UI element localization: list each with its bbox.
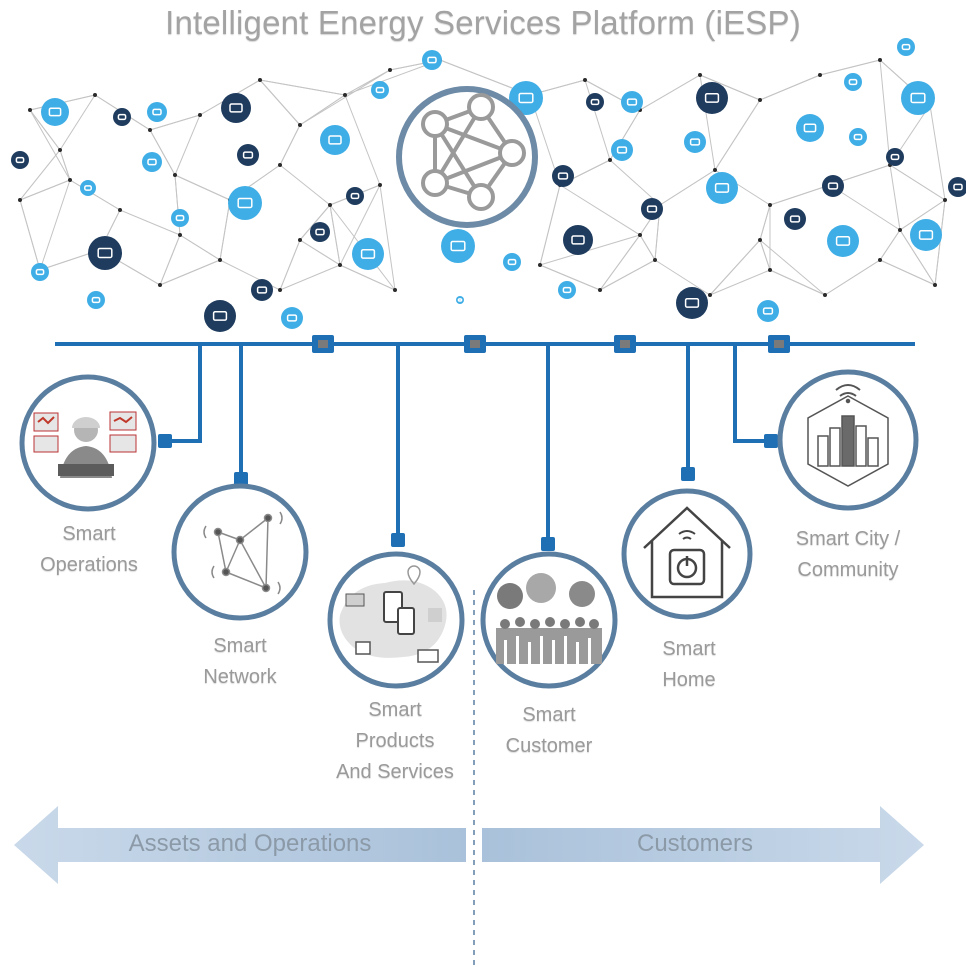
mesh-node-icon xyxy=(456,296,464,304)
mesh-node-icon xyxy=(509,81,543,115)
mesh-node-icon xyxy=(586,93,604,111)
mesh-node-icon xyxy=(757,300,779,322)
mesh-node-icon xyxy=(11,151,29,169)
products-node xyxy=(327,551,465,689)
mesh-node-icon xyxy=(706,172,738,204)
mesh-node-icon xyxy=(621,91,643,113)
customer-node xyxy=(480,551,618,689)
mesh-node-icon xyxy=(611,139,633,161)
mesh-node-icon xyxy=(503,253,521,271)
mesh-node-icon xyxy=(87,291,105,309)
mesh-node-icon xyxy=(142,152,162,172)
mesh-node-icon xyxy=(310,222,330,242)
mesh-node-icon xyxy=(558,281,576,299)
mesh-node-icon xyxy=(684,131,706,153)
mesh-node-icon xyxy=(228,186,262,220)
smart-city-icon xyxy=(807,384,889,487)
mesh-node-icon xyxy=(784,208,806,230)
city-node xyxy=(777,369,919,511)
mesh-node-icon xyxy=(281,307,303,329)
customers-arrow xyxy=(482,806,924,884)
mesh-node-icon xyxy=(320,125,350,155)
mesh-node-icon xyxy=(352,238,384,270)
mesh-node-icon xyxy=(897,38,915,56)
mesh-node-icon xyxy=(171,209,189,227)
network-graph-icon xyxy=(203,511,283,595)
mesh-node-icon xyxy=(901,81,935,115)
mesh-node-icon xyxy=(371,81,389,99)
mesh-node-icon xyxy=(113,108,131,126)
mesh-node-icon xyxy=(844,73,862,91)
diagram-title: Intelligent Energy Services Platform (iE… xyxy=(165,4,801,41)
mesh-node-icon xyxy=(886,148,904,166)
assets-arrow xyxy=(14,806,466,884)
platform-hub-icon xyxy=(396,86,538,228)
operations-node xyxy=(19,374,157,512)
home-node xyxy=(621,488,753,620)
mesh-node-icon xyxy=(822,175,844,197)
mesh-node-icon xyxy=(31,263,49,281)
network-node xyxy=(171,483,309,621)
connector-plugs xyxy=(158,434,778,551)
customers-arrow-label: Customers xyxy=(636,830,754,857)
mesh-node-icon xyxy=(80,180,96,196)
bus-ports xyxy=(312,335,790,353)
mesh-node-icon xyxy=(237,144,259,166)
mesh-node-icon xyxy=(204,300,236,332)
mesh-node-icon xyxy=(346,187,364,205)
mesh-node-icon xyxy=(221,93,251,123)
mesh-node-icon xyxy=(441,229,475,263)
assets-arrow-label: Assets and Operations xyxy=(128,830,372,857)
mesh-node-icon xyxy=(676,287,708,319)
mesh-node-icon xyxy=(641,198,663,220)
mesh-node-icon xyxy=(88,236,122,270)
mesh-node-icon xyxy=(849,128,867,146)
mesh-node-icon xyxy=(910,219,942,251)
mesh-node-icon xyxy=(147,102,167,122)
mesh-node-icon xyxy=(552,165,574,187)
mesh-node-icon xyxy=(796,114,824,142)
mesh-node-icon xyxy=(827,225,859,257)
network-mesh xyxy=(11,38,966,332)
mesh-node-icon xyxy=(422,50,442,70)
mesh-node-icon xyxy=(251,279,273,301)
smart-home-icon xyxy=(643,506,731,599)
operator-dashboard-icon xyxy=(33,411,137,478)
city-label: Smart City /Community xyxy=(795,528,901,581)
people-group-icon xyxy=(496,573,602,664)
mesh-node-icon xyxy=(41,98,69,126)
mesh-node-icon xyxy=(563,225,593,255)
devices-map-icon xyxy=(339,565,447,663)
mesh-node-icon xyxy=(948,177,966,197)
mesh-node-icon xyxy=(696,82,728,114)
